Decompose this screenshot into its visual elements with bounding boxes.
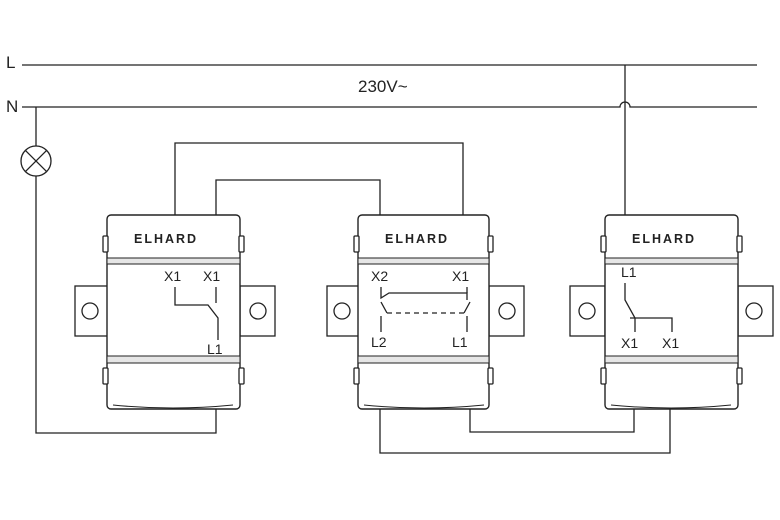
neutral-wire	[22, 101, 757, 108]
brand-logo: ELHARD	[134, 232, 198, 246]
terminal-label-l1: L1	[207, 341, 223, 357]
terminal-label-l1: L1	[621, 264, 637, 280]
neutral-label: N	[6, 97, 18, 116]
traveller-wire-inner	[215, 179, 381, 215]
traveller-wire-lower-inner	[469, 409, 635, 433]
terminal-label-x1-left: X1	[164, 268, 181, 284]
lamp-symbol	[20, 107, 52, 177]
terminal-label-x1: X1	[452, 268, 469, 284]
voltage-label: 230V~	[358, 77, 408, 96]
lamp-return-wire	[35, 176, 217, 434]
terminal-label-x1-right: X1	[203, 268, 220, 284]
switch-module-1: ELHARD X1 X1 L1	[74, 214, 276, 410]
line-label: L	[6, 53, 15, 72]
terminal-label-x1-right: X1	[662, 335, 679, 351]
traveller-wire-outer	[174, 142, 464, 215]
brand-logo: ELHARD	[632, 232, 696, 246]
brand-logo: ELHARD	[385, 232, 449, 246]
switch-module-3: ELHARD L1 X1 X1	[569, 214, 774, 410]
terminal-label-x2: X2	[371, 268, 388, 284]
terminal-label-l2: L2	[371, 334, 387, 350]
switch-module-2: ELHARD X2 X1 L2 L1	[326, 214, 525, 410]
terminal-label-x1-left: X1	[621, 335, 638, 351]
traveller-wire-lower-outer	[379, 409, 671, 454]
terminal-label-l1: L1	[452, 334, 468, 350]
